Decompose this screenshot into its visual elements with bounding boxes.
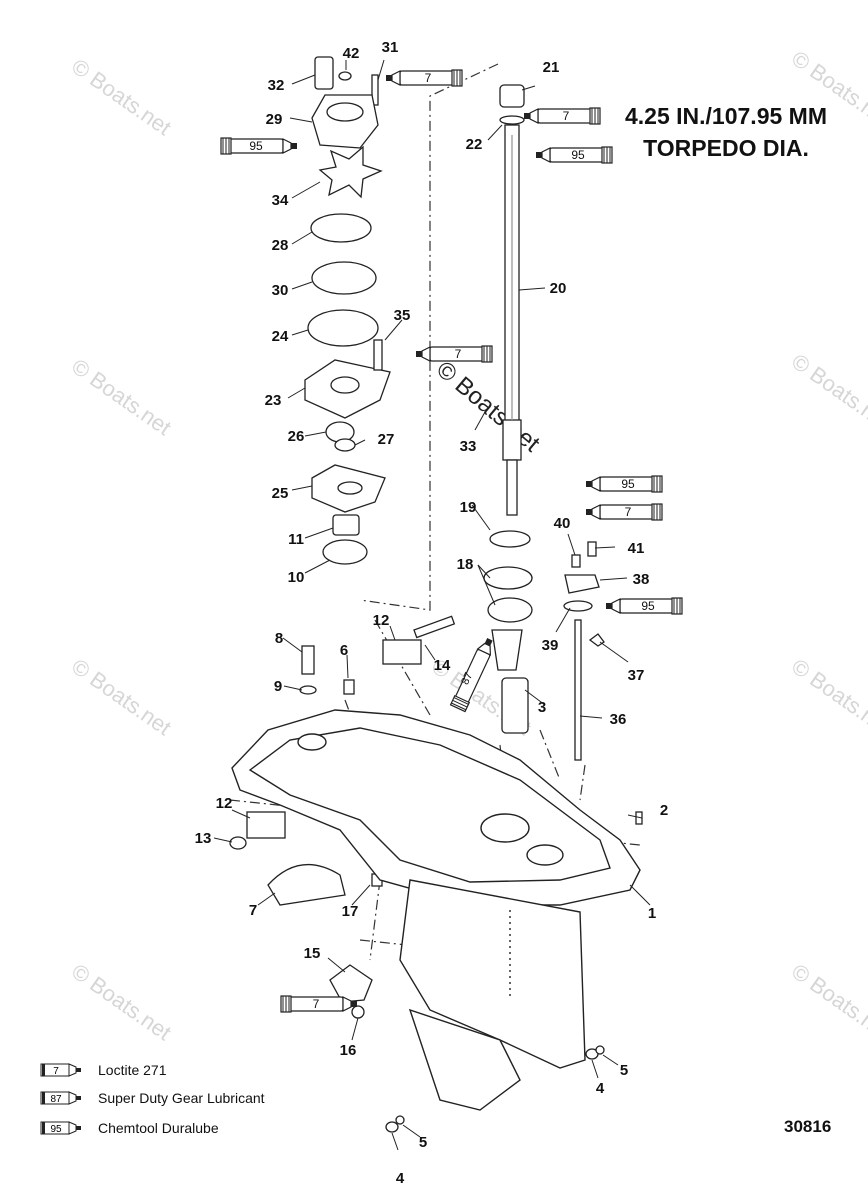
legend-label: Chemtool Duralube (98, 1120, 219, 1136)
callout-39: 39 (542, 637, 559, 654)
callout-14: 14 (434, 657, 451, 674)
legend-item: 7 Loctite 271 (40, 1060, 167, 1080)
leader-lines (213, 59, 651, 1151)
callout-41: 41 (628, 540, 645, 557)
tube-code: 95 (249, 139, 263, 153)
legend-item: 95 Chemtool Duralube (40, 1118, 219, 1138)
tube-code: 87 (459, 671, 475, 687)
callout-5: 5 (419, 1134, 427, 1151)
svg-text:7: 7 (53, 1066, 59, 1077)
callout-37: 37 (628, 667, 645, 684)
svg-text:95: 95 (621, 477, 635, 491)
callout-25: 25 (272, 485, 289, 502)
callout-17: 17 (342, 903, 359, 920)
callout-31: 31 (382, 39, 399, 56)
callout-12: 12 (373, 612, 390, 629)
sealant-tube-icon: 7 (415, 345, 493, 363)
watermark: © Boats.net (787, 959, 868, 1046)
callout-32: 32 (268, 77, 285, 94)
water-pump-parts (304, 56, 391, 565)
callout-30: 30 (272, 282, 289, 299)
callout-35: 35 (394, 307, 411, 324)
callout-42: 42 (343, 45, 360, 62)
callout-2: 2 (660, 802, 668, 819)
sealant-tube-icon: 95 (535, 146, 613, 164)
diagram-number: 30816 (784, 1117, 832, 1136)
sealant-tube-icon: 7 (385, 69, 463, 87)
watermark: © Boats.net (67, 654, 176, 741)
sealant-tube-icon: 95 (585, 475, 663, 493)
callout-27: 27 (378, 431, 395, 448)
callout-29: 29 (266, 111, 283, 128)
bearing-parts (229, 530, 643, 1133)
callout-labels: 1 2 3 4 4 5 5 6 7 8 9 10 11 12 12 13 14 … (195, 39, 669, 1187)
tube-code: 7 (313, 997, 320, 1011)
callout-18: 18 (457, 556, 474, 573)
legend-item: 87 Super Duty Gear Lubricant (40, 1088, 265, 1108)
callout-38: 38 (633, 571, 650, 588)
svg-text:95: 95 (641, 599, 655, 613)
callout-15: 15 (304, 945, 321, 962)
callout-21: 21 (543, 59, 560, 76)
svg-text:7: 7 (563, 109, 570, 123)
callout-28: 28 (272, 237, 289, 254)
callout-9: 9 (274, 678, 282, 695)
callout-36: 36 (610, 711, 627, 728)
drive-shaft (499, 84, 525, 516)
callout-12: 12 (216, 795, 233, 812)
sealant-tube-icon: 95 (40, 1121, 81, 1135)
callout-34: 34 (272, 192, 289, 209)
callout-11: 11 (288, 531, 304, 548)
callout-23: 23 (265, 392, 282, 409)
torpedo-line-2: TORPEDO DIA. (643, 135, 809, 161)
gear-housing (231, 709, 641, 1111)
callout-24: 24 (272, 328, 289, 345)
svg-text:87: 87 (50, 1094, 62, 1105)
watermark: © Boats.net (787, 349, 868, 436)
callout-16: 16 (340, 1042, 357, 1059)
legend-label: Loctite 271 (98, 1062, 167, 1078)
watermark: © Boats.net (67, 54, 176, 141)
callout-7: 7 (249, 902, 257, 919)
sealant-tubes: 7 95 7 95 7 95 7 95 87 7 (220, 69, 683, 1013)
sealant-tube-icon: 7 (585, 503, 663, 521)
svg-text:95: 95 (571, 148, 585, 162)
torpedo-line-1: 4.25 IN./107.95 MM (625, 103, 827, 129)
sealant-tube-icon: 7 (40, 1063, 81, 1077)
svg-text:7: 7 (425, 71, 432, 85)
callout-5: 5 (620, 1062, 628, 1079)
watermark: © Boats.net (787, 654, 868, 741)
callout-1: 1 (648, 905, 656, 922)
svg-text:95: 95 (50, 1124, 62, 1135)
callout-33: 33 (460, 438, 477, 455)
watermark: © Boats.net (67, 354, 176, 441)
callout-8: 8 (275, 630, 283, 647)
callout-13: 13 (195, 830, 212, 847)
sealant-tube-icon: 7 (523, 107, 601, 125)
callout-3: 3 (538, 699, 546, 716)
center-watermark: © Boats.net (431, 356, 545, 458)
callout-40: 40 (554, 515, 571, 532)
svg-text:7: 7 (625, 505, 632, 519)
callout-20: 20 (550, 280, 567, 297)
callout-22: 22 (466, 136, 483, 153)
sealant-tube-icon: 87 (40, 1091, 81, 1105)
callout-10: 10 (288, 569, 305, 586)
callout-4: 4 (596, 1080, 605, 1097)
callout-26: 26 (288, 428, 305, 445)
watermark: © Boats.net (67, 959, 176, 1046)
svg-text:7: 7 (455, 347, 462, 361)
callout-19: 19 (460, 499, 477, 516)
callout-6: 6 (340, 642, 348, 659)
torpedo-diameter-note: 4.25 IN./107.95 MM TORPEDO DIA. (606, 100, 846, 164)
sealant-tube-icon: 95 (605, 597, 683, 615)
callout-4: 4 (396, 1170, 405, 1187)
legend-label: Super Duty Gear Lubricant (98, 1090, 265, 1106)
